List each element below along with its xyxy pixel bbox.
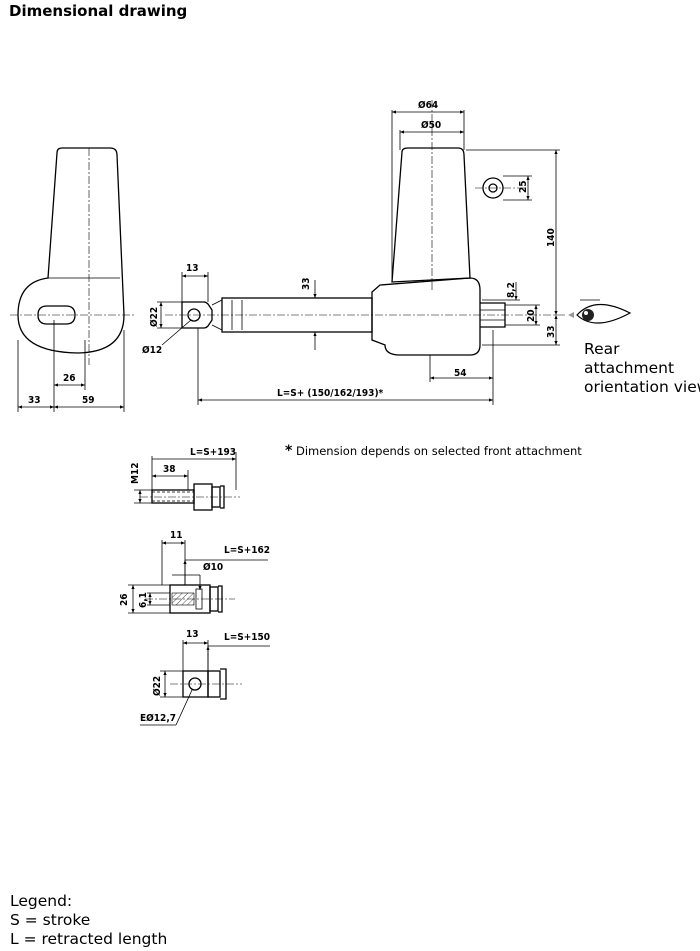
eye-dim-d22: Ø22 xyxy=(151,676,163,696)
dim-8-2: 8,2 xyxy=(506,282,517,298)
footnote-text: Dimension depends on selected front atta… xyxy=(295,444,582,458)
attachment-eye: 13 L=S+150 Ø22 EØ12,7 xyxy=(140,629,270,726)
clevis-dim-6-1: 6,1 xyxy=(138,592,149,608)
eye-dim-13: 13 xyxy=(186,629,199,640)
legend-item: L = retracted length xyxy=(10,930,168,948)
clevis-dim-d10: Ø10 xyxy=(203,561,223,573)
side-dim-26: 26 xyxy=(63,373,76,384)
legend-heading: Legend: xyxy=(10,892,73,910)
clevis-length: L=S+162 xyxy=(224,545,270,556)
dim-d64: Ø64 xyxy=(418,99,438,111)
dim-33-right: 33 xyxy=(546,325,557,338)
dim-length: L=S+ (150/162/193)* xyxy=(277,388,384,399)
side-view-housing-outline xyxy=(17,147,125,354)
attachment-clevis: 11 L=S+162 Ø10 26 6,1 xyxy=(119,530,270,614)
dim-33-top: 33 xyxy=(301,277,312,290)
threaded-dim-38: 38 xyxy=(163,464,176,475)
drawing-title: Dimensional drawing xyxy=(9,2,188,20)
side-dim-33: 33 xyxy=(28,395,41,406)
eye-caption-line: orientation view. xyxy=(584,378,700,396)
motor-housing xyxy=(391,147,471,283)
side-dim-59: 59 xyxy=(82,395,95,406)
eye-icon xyxy=(568,299,632,324)
clevis-dim-26: 26 xyxy=(119,593,130,606)
legend-item: S = stroke xyxy=(10,911,91,929)
threaded-length: L=S+193 xyxy=(190,447,236,458)
dim-13: 13 xyxy=(186,263,199,274)
dim-25: 25 xyxy=(518,180,529,193)
dim-d50: Ø50 xyxy=(421,119,441,131)
side-view: 26 33 59 xyxy=(10,147,135,412)
dim-54: 54 xyxy=(454,368,467,379)
dim-140: 140 xyxy=(546,228,557,247)
clevis-dim-11: 11 xyxy=(170,530,183,541)
eye-caption-line: attachment xyxy=(584,359,675,377)
gearbox-housing xyxy=(371,277,481,356)
legend: Legend: S = stroke L = retracted length xyxy=(10,892,167,949)
threaded-thread: M12 xyxy=(130,463,141,484)
eye-length: L=S+150 xyxy=(224,632,270,643)
dim-d12: Ø12 xyxy=(142,344,162,356)
actuator-main-view: Ø64 Ø50 25 140 8,2 20 33 33 xyxy=(142,99,632,405)
eye-dim-e: EØ12,7 xyxy=(140,712,176,724)
footnote-marker: * xyxy=(285,443,293,459)
dim-d22: Ø22 xyxy=(148,307,160,327)
dim-20: 20 xyxy=(526,309,537,322)
side-view-mounting-hole xyxy=(37,305,76,325)
footnote: * Dimension depends on selected front at… xyxy=(285,443,582,459)
eye-caption: Rear attachment orientation view. xyxy=(584,340,700,397)
eye-caption-line: Rear xyxy=(584,340,620,358)
front-rod-eye xyxy=(181,301,213,329)
attachment-threaded: L=S+193 38 M12 xyxy=(130,447,240,511)
